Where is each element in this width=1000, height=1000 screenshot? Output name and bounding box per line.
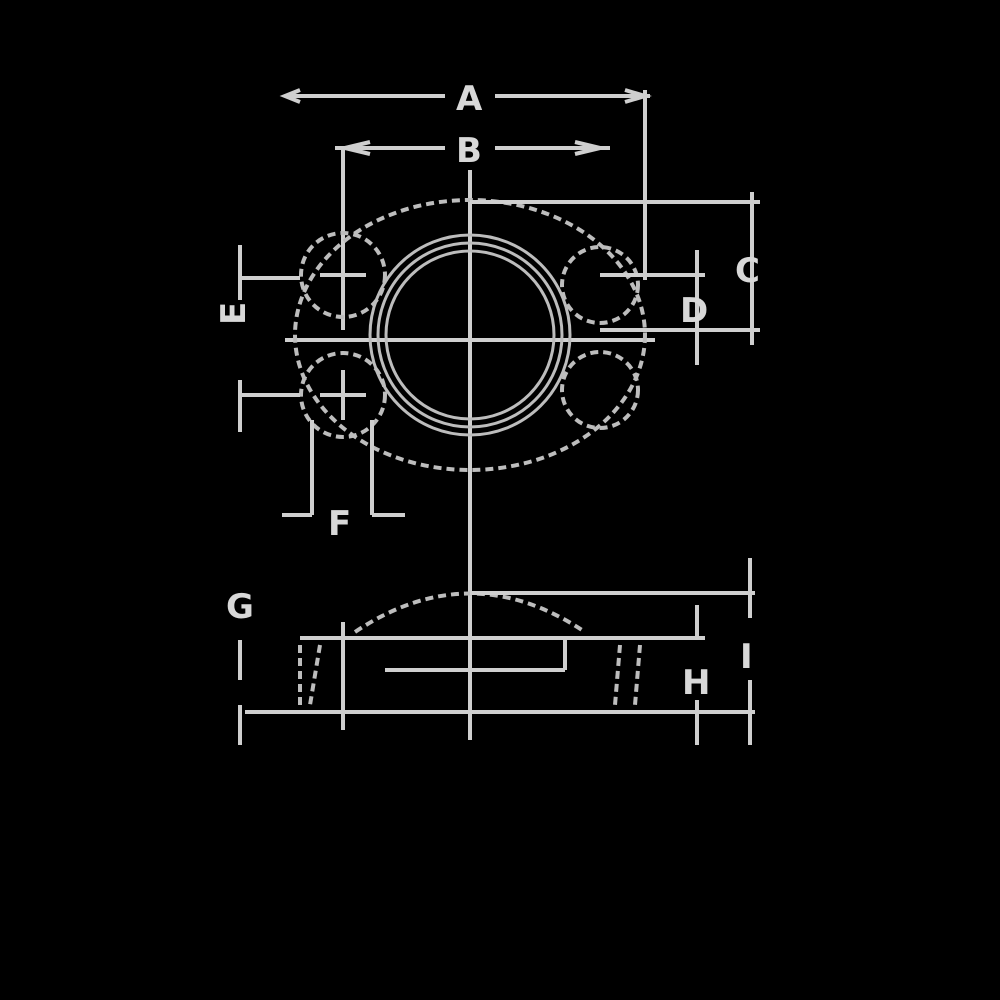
label-i: I — [740, 637, 753, 677]
dimension-h: H — [682, 605, 710, 745]
label-a: A — [456, 79, 483, 119]
flange-side-view — [245, 591, 755, 730]
dimension-g: G — [226, 587, 254, 745]
label-d: D — [680, 291, 708, 331]
dimension-d: D — [600, 250, 708, 365]
label-c: C — [735, 251, 760, 291]
dimension-c: C — [470, 192, 760, 345]
bolt-hole-bottom-left — [299, 351, 387, 439]
bolt-hole-top-left — [299, 231, 387, 319]
dimension-e: E — [214, 245, 300, 432]
bolt-hole-bottom-right — [560, 350, 640, 430]
label-b: B — [456, 131, 482, 171]
flange-top-view — [293, 198, 647, 472]
dimension-f: F — [282, 420, 405, 544]
dimension-a: A — [279, 79, 652, 280]
label-f: F — [328, 504, 351, 544]
dimension-i: I — [740, 558, 753, 745]
label-e: E — [214, 302, 254, 325]
label-g: G — [226, 587, 254, 627]
label-h: H — [682, 663, 710, 703]
bolt-hole-top-right — [560, 245, 640, 325]
